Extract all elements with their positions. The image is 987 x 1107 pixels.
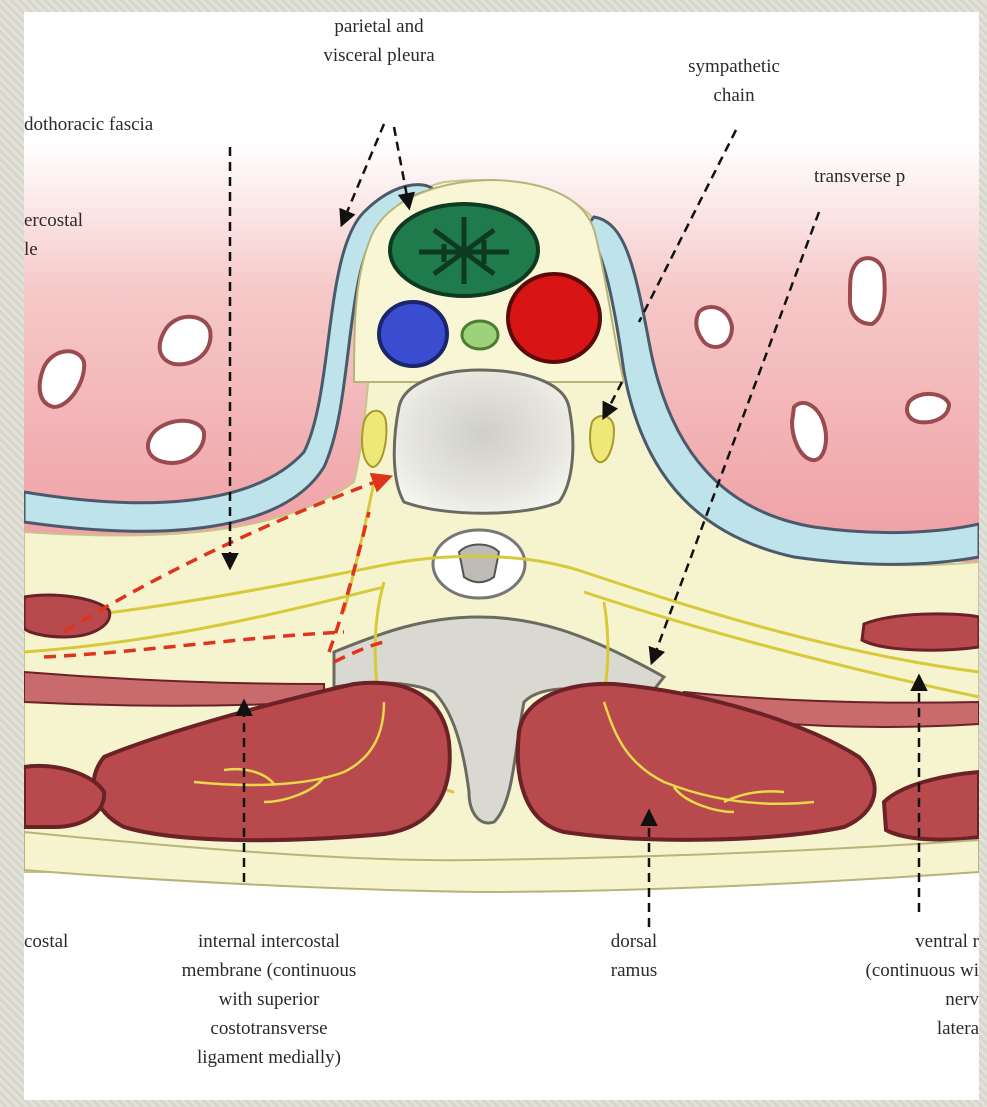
label-internal-intercostal-membrane: internal intercostal membrane (continuou… <box>109 927 429 1072</box>
diagram-canvas: parietal and visceral pleura sympathetic… <box>24 12 979 1100</box>
intercostal-muscle-right <box>862 614 979 650</box>
label-parietal-visceral-pleura: parietal and visceral pleura <box>279 12 479 70</box>
spinal-cord <box>433 530 525 598</box>
label-endothoracic-fascia: dothoracic fascia <box>24 110 153 139</box>
azygos-vein <box>379 302 447 366</box>
label-ventral-ramus: ventral r (continuous wi nerv latera <box>779 927 979 1043</box>
label-dorsal-ramus: dorsal ramus <box>579 927 689 985</box>
thoracic-duct <box>462 321 498 349</box>
aorta <box>508 274 600 362</box>
vertebral-body <box>394 370 573 513</box>
label-intercostal-bottom: costal <box>24 927 68 956</box>
esophagus <box>390 204 538 296</box>
label-transverse-process: transverse p <box>814 162 905 191</box>
label-intercostal-muscle: ercostal le <box>24 206 83 264</box>
label-sympathetic-chain: sympathetic chain <box>649 52 819 110</box>
